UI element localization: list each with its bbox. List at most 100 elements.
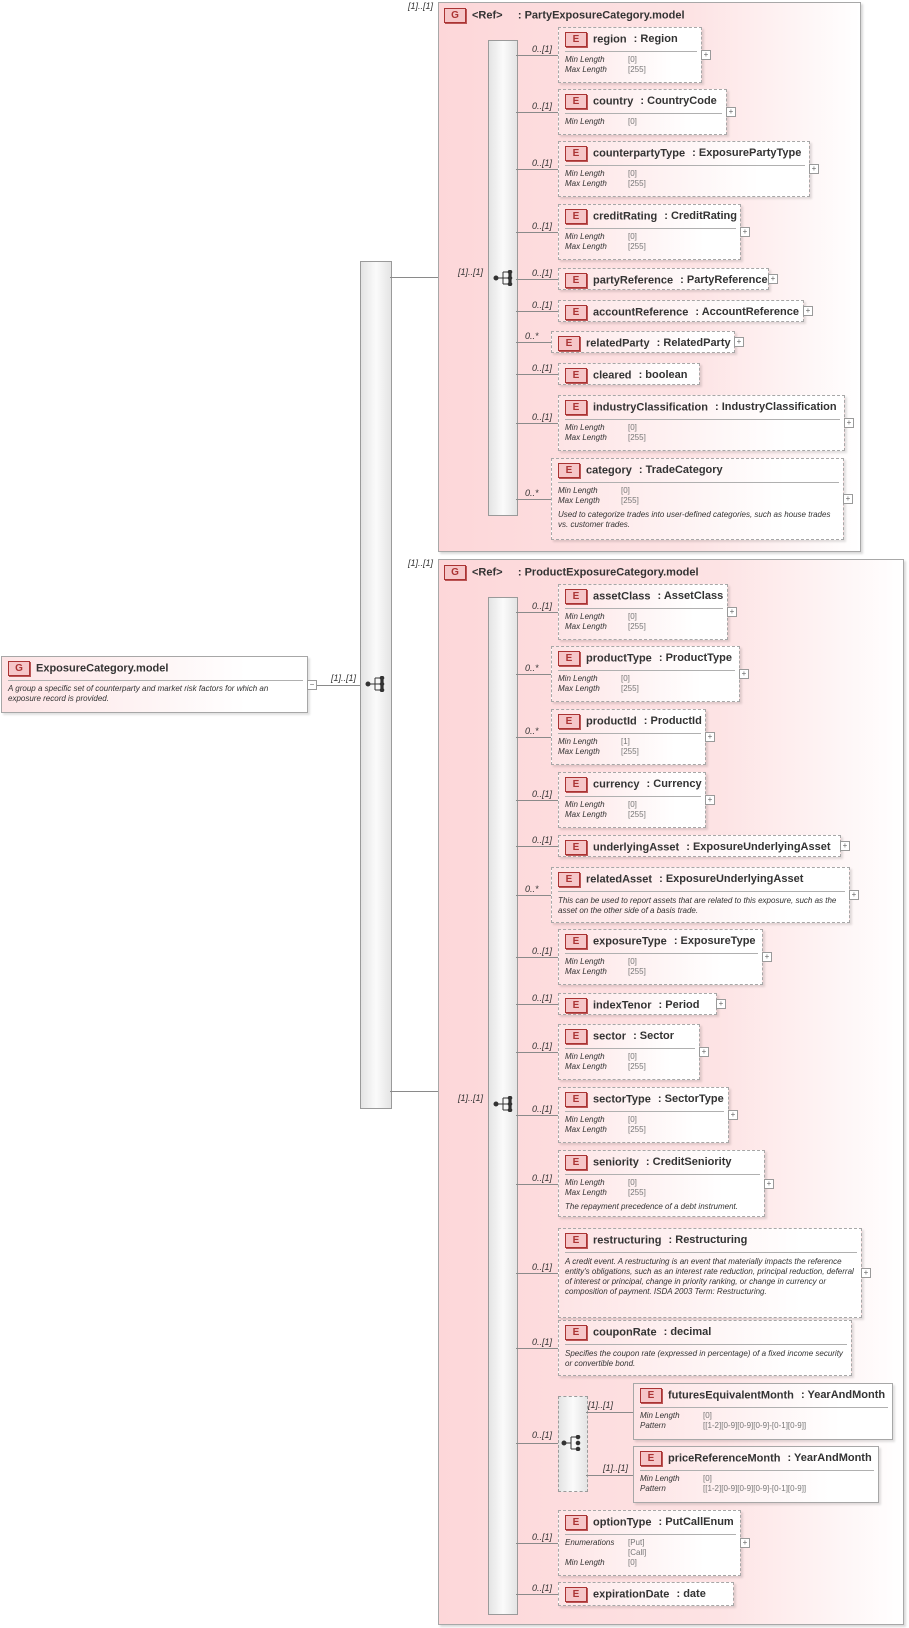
element-badge-icon: E (558, 714, 580, 729)
divider (558, 482, 839, 484)
expand-icon[interactable]: + (840, 841, 850, 851)
expand-icon[interactable]: + (701, 50, 711, 60)
connector (390, 1091, 438, 1092)
facet-value: [255] (628, 1125, 646, 1135)
element-name: seniority (593, 1156, 639, 1169)
expand-icon[interactable]: + (861, 1268, 871, 1278)
expand-icon[interactable]: + (809, 164, 819, 174)
element-name: cleared (593, 369, 632, 382)
element-type: : AccountReference (692, 306, 799, 319)
divider (565, 419, 840, 421)
expand-icon[interactable]: + (734, 337, 744, 347)
element-badge-icon: E (558, 651, 580, 666)
expand-icon[interactable]: + (726, 107, 736, 117)
divider (565, 953, 758, 955)
element-doc: Specifies the coupon rate (expressed in … (565, 1349, 843, 1369)
group-sequence-multiplicity: [1]..[1] (458, 267, 484, 277)
expand-icon[interactable]: + (727, 607, 737, 617)
element-name: restructuring (593, 1234, 662, 1247)
facet-row: Max Length[255] (565, 1188, 760, 1198)
element-name: futuresEquivalentMonth (668, 1389, 794, 1402)
connector (516, 232, 558, 233)
connector (516, 423, 558, 424)
facet-value: [Call] (628, 1548, 647, 1558)
divider (565, 1534, 736, 1536)
expand-icon[interactable]: + (844, 418, 854, 428)
facet-key: Min Length (565, 1178, 605, 1188)
root-group-doc: A group a specific set of counterparty a… (8, 684, 269, 704)
facet-row: Min Length[0] (565, 612, 723, 622)
element-badge-icon: E (565, 1515, 587, 1530)
facet-key: Min Length (565, 1115, 605, 1125)
root-sequence-bar[interactable] (360, 261, 392, 1109)
expand-icon[interactable]: + (716, 999, 726, 1009)
connector (586, 1474, 633, 1476)
element-multiplicity: 0..[1] (532, 1583, 553, 1593)
element-type: : Period (655, 999, 700, 1012)
element-multiplicity: 0..[1] (532, 835, 553, 845)
element-doc: This can be used to report assets that a… (558, 896, 837, 916)
facet-key: Min Length (558, 486, 598, 496)
connector (390, 277, 438, 278)
expand-icon[interactable]: + (849, 890, 859, 900)
sequence-icon (493, 1096, 513, 1112)
expand-icon[interactable]: + (740, 1538, 750, 1548)
connector (516, 737, 551, 738)
connector (516, 612, 558, 613)
facet-row: Min Length[0] (565, 1052, 695, 1062)
expand-icon[interactable]: + (803, 306, 813, 316)
expand-icon[interactable]: + (740, 227, 750, 237)
facet-row: Min Length[0] (565, 1558, 736, 1568)
connector (516, 112, 558, 113)
element-name: relatedParty (586, 337, 650, 350)
expand-icon[interactable]: − (307, 680, 317, 690)
facet-value: [255] (628, 65, 646, 75)
expand-icon[interactable]: + (728, 1110, 738, 1120)
element-type: : SectorType (654, 1093, 724, 1106)
expand-icon[interactable]: + (762, 952, 772, 962)
element-badge-icon: E (565, 1029, 587, 1044)
expand-icon[interactable]: + (699, 1047, 709, 1057)
expand-icon[interactable]: + (739, 669, 749, 679)
group-ref-label: <Ref> (472, 9, 503, 22)
expand-icon[interactable]: + (705, 732, 715, 742)
expand-icon[interactable]: + (705, 795, 715, 805)
divider (8, 680, 303, 682)
expand-icon[interactable]: + (764, 1178, 774, 1189)
expand-icon[interactable]: + (843, 494, 853, 504)
facet-value: [0] (628, 169, 637, 179)
expand-icon[interactable]: + (768, 274, 778, 284)
element-badge-icon: E (565, 1587, 587, 1602)
